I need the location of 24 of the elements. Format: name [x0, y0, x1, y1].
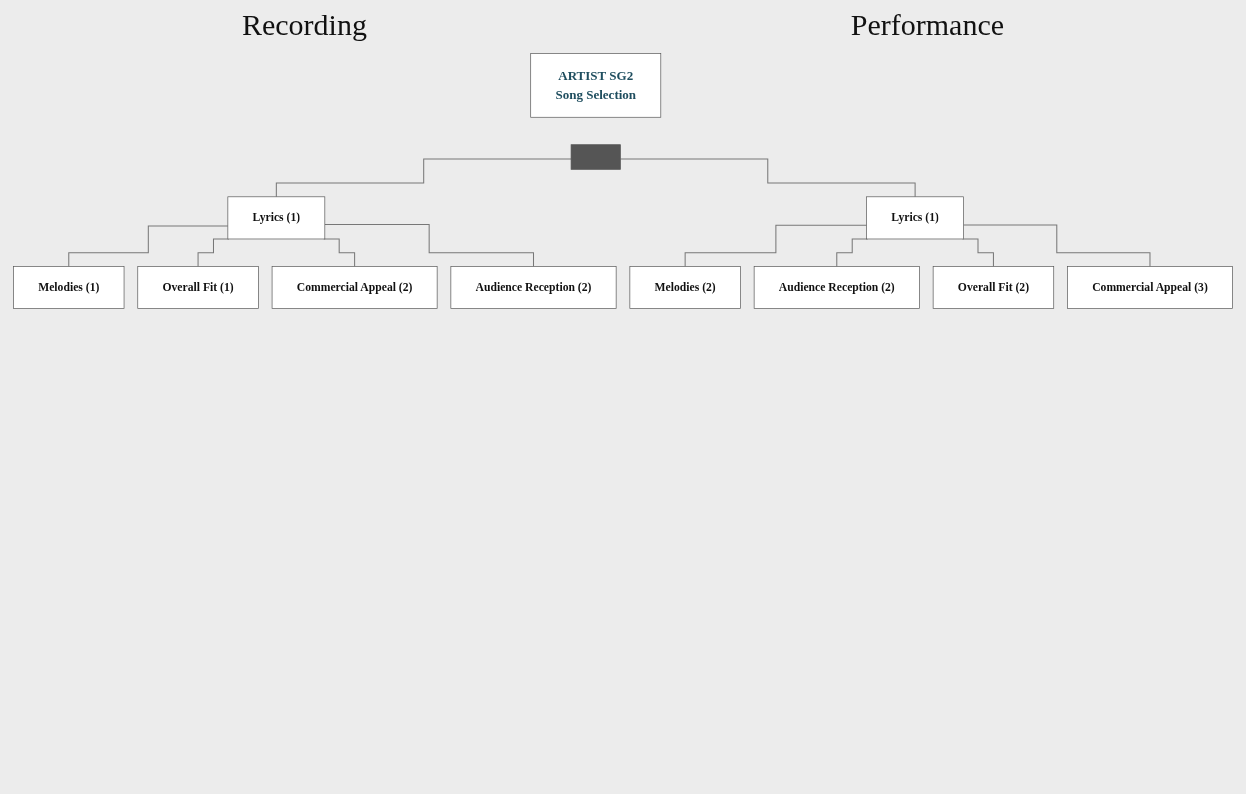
connector [324, 223, 534, 267]
node-box: Melodies (2) [629, 266, 741, 309]
connector [323, 238, 356, 267]
node-box: Melodies (1) [13, 266, 125, 309]
column-heading: Recording [241, 8, 367, 43]
node-box: Lyrics (1) [866, 196, 964, 240]
connector [68, 225, 229, 267]
node-box: Overall Fit (2) [932, 266, 1055, 309]
node-bar [570, 144, 621, 170]
connector [963, 224, 1151, 267]
node-box: Audience Reception (2) [450, 266, 617, 309]
connector [684, 224, 868, 267]
connector [197, 238, 230, 267]
connector [619, 158, 916, 198]
connector [962, 238, 994, 267]
node-box: Commercial Appeal (2) [271, 266, 438, 309]
connector [836, 238, 869, 267]
node-box: Lyrics (1) [227, 196, 326, 240]
node-box: Overall Fit (1) [137, 266, 259, 309]
node-box: Commercial Appeal (3) [1067, 266, 1233, 309]
connector [275, 158, 572, 198]
column-heading: Performance [850, 8, 1005, 43]
node-box: Audience Reception (2) [753, 266, 920, 309]
node-box: ARTIST SG2 Song Selection [530, 53, 662, 118]
